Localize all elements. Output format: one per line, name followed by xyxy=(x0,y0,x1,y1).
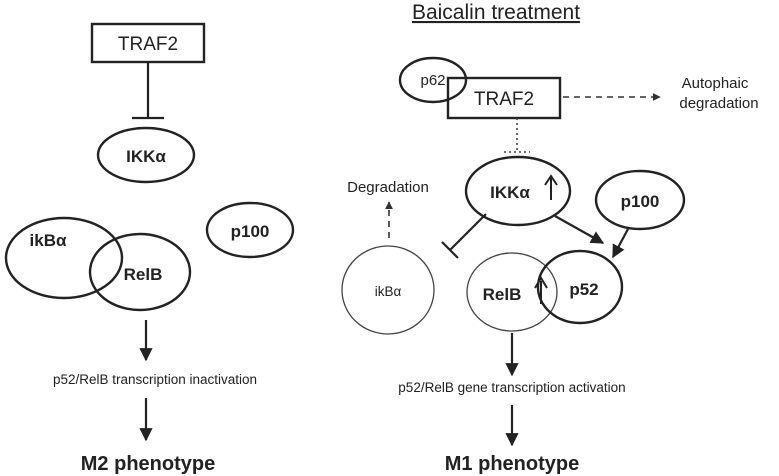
ikba-label-left: ikBα xyxy=(30,231,67,250)
ikka-to-ikba-inhibition xyxy=(449,213,487,251)
p100-node-right xyxy=(594,169,686,231)
ikka-label-left: IKKα xyxy=(126,147,166,166)
ikka-to-ikba-bar xyxy=(441,241,459,259)
relb-label-left: RelB xyxy=(124,265,163,284)
ikba-node-right xyxy=(341,245,435,335)
status-text-right: p52/RelB gene transcription activation xyxy=(398,380,625,395)
panel-title-right: Baicalin treatment xyxy=(412,1,580,24)
p100-node-left xyxy=(205,201,295,259)
p62-node xyxy=(398,56,468,104)
ikka-label-right: IKKα xyxy=(490,183,530,202)
autophagic-label-line1: Autophaic xyxy=(682,75,749,92)
ikka-node-right xyxy=(464,155,572,227)
relb-node-right xyxy=(466,252,558,332)
phenotype-left: M2 phenotype xyxy=(81,453,215,475)
traf2-box-right xyxy=(446,76,562,120)
status-text-left: p52/RelB transcription inactivation xyxy=(53,372,257,387)
autophagic-label-line2: degradation xyxy=(679,95,758,112)
traf2-label-right: TRAF2 xyxy=(474,89,534,110)
up-arrow-icon xyxy=(544,174,558,200)
phenotype-right: M1 phenotype xyxy=(445,453,579,475)
traf2-label-left: TRAF2 xyxy=(118,34,178,55)
ikka-to-p52-arrow xyxy=(554,215,605,244)
p62-label: p62 xyxy=(420,72,445,89)
relb-label-right: RelB xyxy=(483,285,522,304)
ikba-node-left xyxy=(4,216,124,300)
ikba-label-right: ikBα xyxy=(375,284,402,299)
p100-label-left: p100 xyxy=(231,222,270,241)
left-panel: TRAF2 IKKα ikBα RelB p100 p52/RelB trans… xyxy=(4,22,295,475)
p52-label: p52 xyxy=(569,280,598,299)
p52-node xyxy=(536,249,624,325)
ikka-node-left xyxy=(96,126,196,184)
p100-to-p52-arrow xyxy=(612,228,629,259)
right-panel: Baicalin treatment p62 TRAF2 Autophaic d… xyxy=(341,1,759,475)
p100-label-right: p100 xyxy=(621,192,660,211)
relb-node-left xyxy=(88,232,192,312)
degradation-label: Degradation xyxy=(347,179,429,196)
